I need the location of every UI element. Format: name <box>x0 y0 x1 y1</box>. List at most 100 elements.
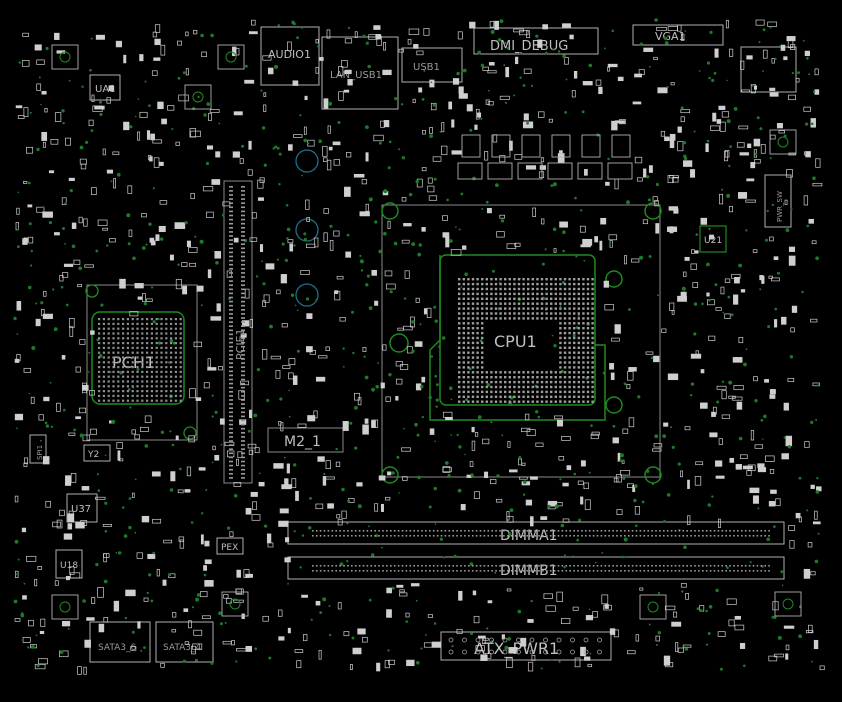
passive-component <box>83 218 88 227</box>
cpu-pin <box>563 322 567 325</box>
pch-ball <box>179 380 182 383</box>
cpu-pin <box>462 312 465 315</box>
pch-ball <box>179 399 182 402</box>
dimm-pin <box>475 570 478 572</box>
cpu-pin <box>577 356 580 359</box>
passive-component <box>23 237 28 243</box>
passive-component <box>738 337 744 344</box>
dimm-pin <box>690 565 692 567</box>
passive-component <box>262 55 272 61</box>
passive-component <box>206 145 214 150</box>
passive-component <box>680 470 683 478</box>
pch-ball <box>165 399 168 402</box>
cpu-pin <box>471 390 475 394</box>
dimm-pin <box>604 530 607 532</box>
cpu-pin <box>573 395 576 398</box>
passive-component <box>252 501 257 510</box>
cpu-pin <box>591 400 594 403</box>
passive-component <box>515 56 519 65</box>
pcie-pin <box>241 218 245 221</box>
pch-ball <box>126 332 129 335</box>
pcie-pin <box>229 391 233 393</box>
via <box>693 302 698 306</box>
cpu-pin <box>540 376 544 379</box>
passive-component <box>68 177 75 181</box>
via <box>708 76 711 80</box>
cpu-pin <box>476 307 479 310</box>
cpu-pin <box>563 287 567 291</box>
cpu-pin <box>462 400 465 403</box>
pcie-pin <box>229 231 233 233</box>
passive-component <box>17 115 25 119</box>
passive-component <box>812 182 823 187</box>
cpu-pin <box>586 331 590 335</box>
dimm-pin <box>421 535 423 537</box>
cpu-pin <box>591 292 594 296</box>
dimm-pin <box>425 570 427 572</box>
cpu-pin <box>545 302 548 305</box>
passive-component <box>580 460 586 467</box>
cpu-pin <box>536 376 539 379</box>
pch-ball <box>179 375 182 378</box>
passive-component <box>188 435 196 443</box>
cpu-pin <box>586 351 590 354</box>
passive-component <box>718 438 723 445</box>
passive-component <box>788 255 796 266</box>
via <box>681 286 686 291</box>
via <box>506 47 510 50</box>
pex-label: PEX <box>221 543 238 553</box>
pcie-pin <box>229 432 233 434</box>
passive-component <box>14 358 20 363</box>
passive-component <box>427 177 433 184</box>
passive-component <box>326 29 331 39</box>
via <box>441 336 446 340</box>
pch-ball <box>122 366 125 369</box>
dimm-pin <box>686 570 688 572</box>
cpu-pin <box>586 371 590 374</box>
cpu-pin <box>591 302 594 305</box>
dimm-pin <box>573 565 575 567</box>
cpu-pin <box>476 376 479 379</box>
cpu-pin <box>582 297 585 300</box>
pch-ball <box>155 318 158 321</box>
via <box>813 70 816 73</box>
pch-ball <box>131 385 134 388</box>
dimm-pin <box>557 565 560 567</box>
passive-component <box>473 491 480 499</box>
via <box>111 419 116 424</box>
lan-usb-label: LAN_USB1 <box>330 70 382 81</box>
pch-ball <box>131 318 134 321</box>
ic-u18-label: U18 <box>60 561 78 571</box>
via <box>398 492 400 494</box>
passive-component <box>768 501 776 507</box>
cpu-pin <box>586 322 590 325</box>
pch-ball <box>179 361 182 364</box>
passive-component <box>233 111 243 116</box>
pch-ball <box>155 342 158 345</box>
pch-ball <box>165 361 168 364</box>
fan-header <box>221 591 249 617</box>
via <box>357 504 362 509</box>
dimm-pin <box>530 530 532 532</box>
cpu-pin <box>573 351 576 354</box>
via <box>99 112 103 117</box>
cpu-pin <box>568 390 571 394</box>
dimm-pin <box>534 535 536 537</box>
passive-component <box>729 48 734 57</box>
dimm-pin <box>768 570 770 572</box>
dimm-pin <box>378 535 380 537</box>
pcie-pin <box>241 468 245 471</box>
pch-ball <box>170 375 173 378</box>
via <box>622 459 625 462</box>
cpu-pin <box>471 361 475 364</box>
dimm-pin <box>315 530 318 532</box>
passive-component <box>193 629 203 636</box>
cpu-pin <box>527 385 530 389</box>
passive-component <box>383 120 390 128</box>
cpu-pin <box>573 366 576 369</box>
passive-component <box>603 280 609 288</box>
pch-ball <box>160 332 163 335</box>
pch-ball <box>102 327 105 330</box>
via <box>657 592 661 595</box>
cpu-pin <box>545 395 548 398</box>
